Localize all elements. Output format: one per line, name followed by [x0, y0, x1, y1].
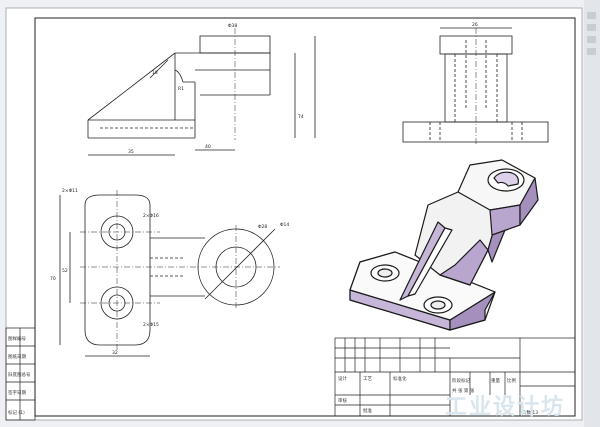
plan-view — [59, 190, 280, 357]
strip-label-2: 图纸日期 — [8, 353, 26, 360]
dim-plan-r: 2×Φ11 — [62, 188, 78, 194]
dim-front-right: 40 — [205, 144, 211, 150]
strip-label-3: 旧底图总号 — [8, 371, 31, 378]
tb-page-num: 页数 13 — [522, 409, 538, 416]
isometric-part — [349, 159, 539, 331]
dim-front-x2: R1 — [178, 86, 184, 92]
tb-scale: 比例 — [507, 377, 516, 384]
dim-front-x1: 18 — [152, 70, 158, 76]
tb-row-design: 设计 — [338, 375, 347, 382]
strip-label-4: 签字日期 — [8, 389, 26, 396]
strip-label-1: 图样编号 — [8, 335, 26, 342]
strip-label-5: 标记 (1) — [8, 409, 25, 416]
dim-front-left: 35 — [128, 149, 134, 155]
dim-plan-h: 52 — [62, 268, 68, 274]
tb-stage-mark: 阶段标记 — [452, 377, 470, 384]
dim-top-a: Φ38 — [228, 23, 237, 29]
dim-plan-w: 32 — [112, 350, 118, 356]
tb-row-process: 工艺 — [363, 376, 372, 382]
tb-row-check: 审核 — [338, 397, 347, 404]
tb-row-approve: 批准 — [363, 407, 372, 414]
right-scroll-strip[interactable] — [584, 0, 600, 427]
dim-front-h: 74 — [298, 114, 304, 120]
dim-circle-d2: Φ14 — [280, 222, 289, 228]
dim-plan-hole2: 2×Φ15 — [143, 322, 159, 328]
front-view — [87, 28, 316, 156]
tb-row-standard: 标准化 — [393, 375, 407, 382]
toolbar-icons — [587, 12, 596, 55]
tb-sheet: 共 张 第 张 — [452, 387, 475, 394]
dim-circle-d1: Φ28 — [258, 224, 267, 230]
watermark: 工业设计坊 — [445, 394, 565, 420]
tb-weight: 重量 — [491, 377, 500, 384]
drawing-border — [34, 17, 576, 417]
dim-plan-hole: 2×Φ16 — [143, 213, 159, 219]
dim-plan-h2: 70 — [50, 276, 56, 282]
title-block — [334, 337, 576, 417]
side-view — [402, 27, 549, 146]
revision-strip — [5, 327, 36, 421]
dim-side-w: 26 — [472, 22, 478, 28]
